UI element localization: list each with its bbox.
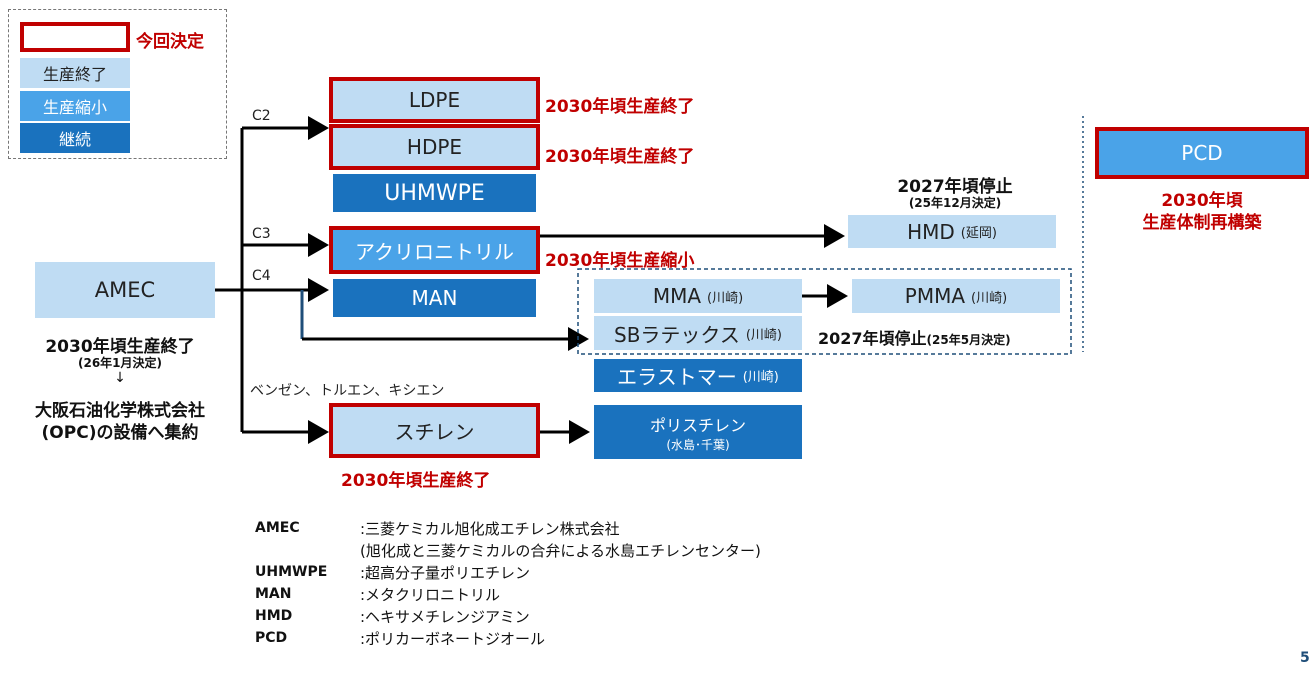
uhmwpe-box: UHMWPE	[333, 174, 536, 212]
pmma-label: PMMA	[904, 284, 966, 308]
glossary-term: PCD	[255, 630, 288, 646]
pcd-status-1: 2030年頃	[1161, 191, 1243, 211]
ldpe-status: 2030年頃生産終了	[545, 97, 695, 117]
legend-end: 生産終了	[20, 58, 130, 88]
hmd-status: 2027年頃停止	[897, 177, 1013, 197]
glossary-desc: :超高分子量ポリエチレン	[360, 563, 531, 582]
acrylonitrile-status: 2030年頃生産縮小	[545, 251, 695, 271]
glossary-row: (旭化成と三菱ケミカルの合弁による水島エチレンセンター)	[255, 539, 905, 561]
amec-box: AMEC	[35, 262, 215, 318]
glossary-row: UHMWPE :超高分子量ポリエチレン	[255, 561, 905, 583]
glossary-term: UHMWPE	[255, 564, 328, 580]
polystyrene-box: ポリスチレン (水島･千葉)	[594, 405, 802, 459]
elastomer-box: エラストマー (川崎)	[594, 359, 802, 392]
hmd-location: (延岡)	[960, 226, 997, 241]
man-box: MAN	[333, 279, 536, 317]
glossary-row: AMEC :三菱ケミカル旭化成エチレン株式会社	[255, 517, 905, 539]
hmd-box: HMD (延岡)	[848, 215, 1056, 248]
pmma-location: (川崎)	[971, 290, 1008, 306]
pcd-box: PCD	[1095, 127, 1309, 179]
branch-c4: C4	[252, 268, 271, 284]
elastomer-location: (川崎)	[742, 370, 779, 385]
sb-latex-box: SBラテックス (川崎)	[594, 316, 802, 350]
sb-latex-label: SBラテックス	[614, 322, 740, 347]
amec-note: (26年1月決定)	[77, 356, 163, 370]
styrene-box: スチレン	[329, 403, 540, 458]
pmma-box: PMMA (川崎)	[852, 279, 1060, 313]
pcd-status-2: 生産体制再構築	[1142, 213, 1262, 233]
legend-decided-label: 今回決定	[136, 32, 204, 52]
glossary-desc: :三菱ケミカル旭化成エチレン株式会社	[360, 519, 620, 538]
glossary-row: PCD :ポリカーボネートジオール	[255, 627, 905, 649]
amec-consolidation: 大阪石油化学株式会社	[35, 401, 205, 421]
hdpe-status: 2030年頃生産終了	[545, 147, 695, 167]
glossary-desc: :ヘキサメチレンジアミン	[360, 607, 530, 626]
glossary-row: HMD :ヘキサメチレンジアミン	[255, 605, 905, 627]
legend-continue: 継続	[20, 123, 130, 153]
hmd-label: HMD	[907, 219, 955, 244]
glossary-term: HMD	[255, 608, 293, 624]
polystyrene-location: (水島･千葉)	[666, 437, 730, 452]
glossary-desc: :メタクリロニトリル	[360, 585, 501, 604]
hdpe-box: HDPE	[329, 124, 540, 170]
legend-decided-swatch	[20, 22, 130, 52]
hmd-status-note: (25年12月決定)	[908, 196, 1002, 210]
acrylonitrile-box: アクリロニトリル	[329, 226, 540, 274]
glossary: AMEC :三菱ケミカル旭化成エチレン株式会社 (旭化成と三菱ケミカルの合弁によ…	[255, 517, 905, 649]
glossary-desc: (旭化成と三菱ケミカルの合弁による水島エチレンセンター)	[360, 541, 761, 560]
mma-label: MMA	[652, 284, 702, 308]
sb-status: 2027年頃停止(25年5月決定)	[818, 325, 1011, 349]
elastomer-label: エラストマー	[617, 365, 737, 389]
mma-group-frame	[577, 268, 1072, 355]
glossary-term: AMEC	[255, 520, 300, 536]
sb-latex-location: (川崎)	[745, 327, 782, 343]
branch-aromatics: ベンゼン、トルエン、キシエン	[250, 383, 445, 399]
legend-reduce: 生産縮小	[20, 91, 130, 121]
styrene-status: 2030年頃生産終了	[341, 471, 491, 491]
amec-status: 2030年頃生産終了	[45, 337, 195, 357]
branch-c2: C2	[252, 108, 271, 124]
glossary-row: MAN :メタクリロニトリル	[255, 583, 905, 605]
sb-status-note: (25年5月決定)	[926, 333, 1011, 347]
ldpe-box: LDPE	[329, 77, 540, 123]
glossary-term: MAN	[255, 586, 292, 602]
amec-consolidation-2: (OPC)の設備へ集約	[41, 423, 199, 443]
polystyrene-label: ポリスチレン	[649, 415, 746, 435]
mma-box: MMA (川崎)	[594, 279, 802, 313]
branch-c3: C3	[252, 226, 271, 242]
amec-down-arrow: ↓	[114, 370, 126, 386]
glossary-desc: :ポリカーボネートジオール	[360, 629, 546, 648]
legend	[8, 9, 227, 159]
mma-location: (川崎)	[707, 290, 744, 306]
sb-status-title: 2027年頃停止	[818, 329, 927, 348]
page-number: 5	[1300, 650, 1310, 666]
